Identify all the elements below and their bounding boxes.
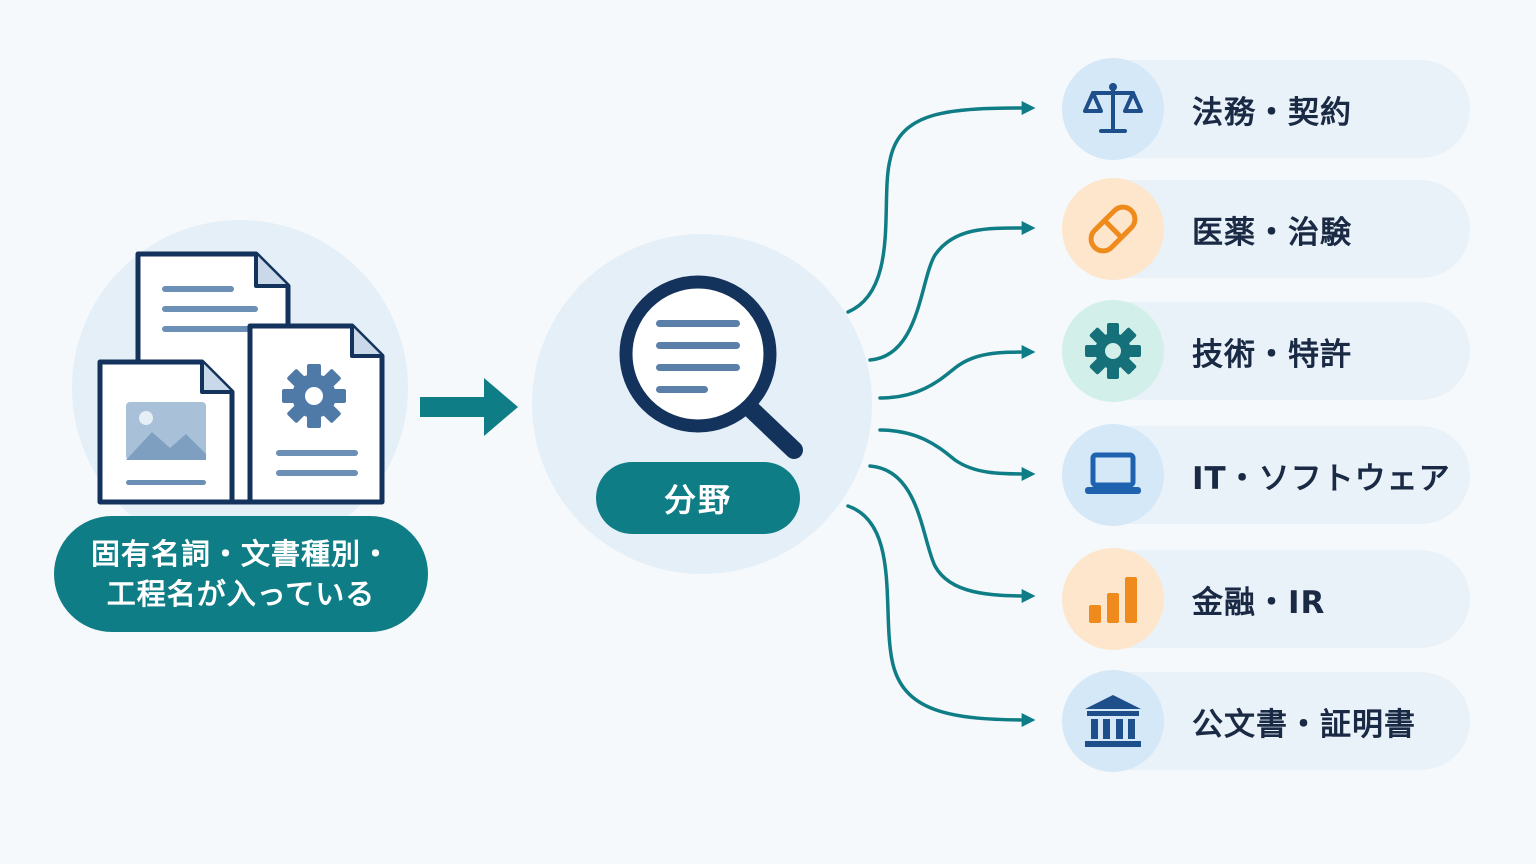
category-label-it: IT・ソフトウェア [1192, 460, 1451, 497]
source-label-line2: 工程名が入っている [106, 577, 376, 611]
magnifier-icon [619, 275, 803, 459]
right-arrow-icon [420, 378, 518, 436]
documents-illustration [97, 251, 385, 505]
laptop-icon [1085, 452, 1141, 494]
pill-icon [1088, 204, 1138, 254]
bar-chart-icon [1089, 577, 1137, 623]
category-icon-circle-it [1062, 424, 1164, 526]
source-label-line1: 固有名詞・文書種別・ [90, 537, 391, 571]
gear-icon [1085, 323, 1141, 379]
category-label-official: 公文書・証明書 [1192, 706, 1416, 743]
category-icon-circle-pharma [1062, 178, 1164, 280]
category-icon-circle-finance [1062, 548, 1164, 650]
category-label-tech: 技術・特許 [1192, 336, 1352, 373]
scales-icon [1083, 83, 1143, 133]
connector-line-6 [846, 504, 1036, 727]
connector-line-1 [846, 101, 1036, 314]
category-label-pharma: 医薬・治験 [1192, 214, 1352, 251]
connector-line-4 [878, 428, 1036, 481]
category-label-finance: 金融・IR [1192, 584, 1326, 621]
field-label: 分野 [663, 481, 732, 519]
field-label-pill: 分野 [596, 462, 800, 534]
settings-document-icon [247, 323, 385, 505]
source-label-pill: 固有名詞・文書種別・ 工程名が入っている [54, 516, 428, 632]
connector-line-5 [868, 464, 1036, 603]
category-icon-circle-legal [1062, 58, 1164, 160]
government-building-icon [1085, 695, 1141, 747]
image-document-icon [97, 359, 235, 505]
category-icon-circle-official [1062, 670, 1164, 772]
connector-line-2 [868, 220, 1036, 362]
connector-line-3 [878, 345, 1036, 400]
category-icon-circle-tech [1062, 300, 1164, 402]
category-label-legal: 法務・契約 [1192, 94, 1352, 131]
